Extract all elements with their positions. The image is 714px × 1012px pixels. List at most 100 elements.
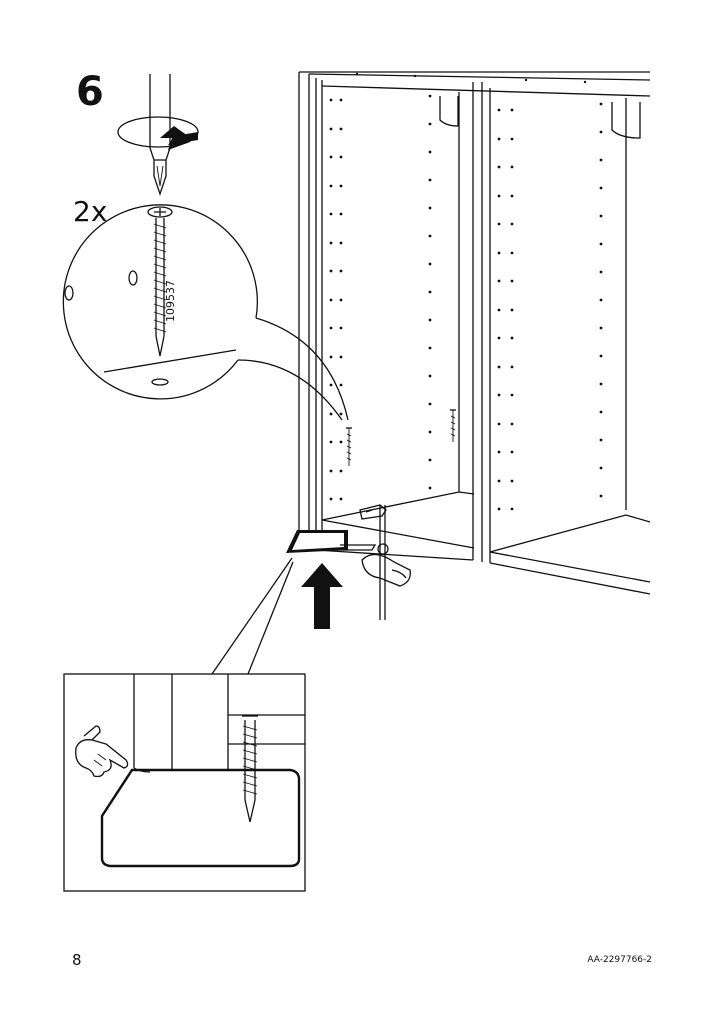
pin-hole <box>599 326 603 330</box>
screw-icon <box>346 427 352 466</box>
pin-hole <box>510 365 514 369</box>
pin-hole <box>428 150 432 154</box>
pin-hole <box>428 206 432 210</box>
pin-hole <box>339 155 343 159</box>
shelf-pin-holes <box>329 94 603 511</box>
screw-icon <box>450 409 456 442</box>
base-plinth <box>286 530 377 553</box>
pin-hole <box>510 507 514 511</box>
pin-hole <box>510 336 514 340</box>
pin-hole <box>428 458 432 462</box>
pin-hole <box>329 383 333 387</box>
pin-hole <box>329 212 333 216</box>
pin-hole <box>428 178 432 182</box>
pin-hole <box>599 214 603 218</box>
pin-hole <box>329 269 333 273</box>
clamp-icon <box>359 504 411 620</box>
pointing-hand-icon <box>75 725 129 778</box>
pin-hole <box>329 440 333 444</box>
pin-hole <box>510 108 514 112</box>
pin-hole <box>329 241 333 245</box>
pin-hole <box>329 326 333 330</box>
pin-hole <box>599 158 603 162</box>
pin-hole <box>599 102 603 106</box>
pin-hole <box>497 393 501 397</box>
pin-hole <box>497 251 501 255</box>
pin-hole <box>599 242 603 246</box>
pin-hole <box>510 194 514 198</box>
magnifier-callout <box>62 204 349 421</box>
pin-hole <box>428 486 432 490</box>
pin-hole <box>599 438 603 442</box>
pin-hole <box>510 422 514 426</box>
pin-hole <box>428 318 432 322</box>
pin-hole <box>497 222 501 226</box>
pin-hole <box>339 127 343 131</box>
quantity-label: 2x <box>73 195 108 228</box>
pin-hole <box>510 165 514 169</box>
part-number: 109537 <box>164 280 177 322</box>
pin-hole <box>599 382 603 386</box>
pin-hole <box>329 184 333 188</box>
pin-hole <box>497 479 501 483</box>
pin-hole <box>329 355 333 359</box>
pin-hole <box>339 184 343 188</box>
pin-hole <box>497 336 501 340</box>
pin-hole <box>497 108 501 112</box>
pin-hole <box>329 497 333 501</box>
pin-hole <box>339 98 343 102</box>
pin-hole <box>497 165 501 169</box>
pin-hole <box>329 127 333 131</box>
pin-hole <box>428 402 432 406</box>
pin-hole <box>339 383 343 387</box>
pin-hole <box>329 98 333 102</box>
pin-hole <box>497 194 501 198</box>
pin-hole <box>339 355 343 359</box>
screw-icon <box>242 715 258 823</box>
page-number: 8 <box>72 951 82 969</box>
rotation-arrow-icon <box>117 116 199 150</box>
pin-hole <box>510 308 514 312</box>
pin-hole <box>599 354 603 358</box>
pin-hole <box>329 412 333 416</box>
pin-hole <box>428 374 432 378</box>
pin-hole <box>428 234 432 238</box>
detail-inset <box>63 557 306 892</box>
pin-hole <box>329 155 333 159</box>
pin-hole <box>339 497 343 501</box>
step-number: 6 <box>76 69 104 115</box>
pin-hole <box>497 279 501 283</box>
pin-hole <box>497 450 501 454</box>
screwdriver-icon <box>149 74 171 197</box>
document-code: AA-2297766-2 <box>587 955 652 965</box>
pin-hole <box>510 137 514 141</box>
pin-hole <box>497 137 501 141</box>
pin-hole <box>339 269 343 273</box>
pin-hole <box>510 279 514 283</box>
pin-hole <box>510 450 514 454</box>
pin-hole <box>510 479 514 483</box>
pin-hole <box>428 430 432 434</box>
pin-hole <box>428 290 432 294</box>
pin-hole <box>497 308 501 312</box>
pin-hole <box>339 326 343 330</box>
pin-hole <box>599 186 603 190</box>
pin-hole <box>599 494 603 498</box>
pin-hole <box>428 94 432 98</box>
pin-hole <box>339 440 343 444</box>
pin-hole <box>339 298 343 302</box>
pin-hole <box>339 412 343 416</box>
pin-hole <box>510 222 514 226</box>
screw-icon <box>147 206 173 357</box>
pin-hole <box>329 298 333 302</box>
pin-hole <box>599 270 603 274</box>
pin-hole <box>339 241 343 245</box>
pin-hole <box>428 262 432 266</box>
pin-hole <box>510 393 514 397</box>
pin-hole <box>339 212 343 216</box>
pin-hole <box>599 298 603 302</box>
pin-hole <box>497 365 501 369</box>
pin-hole <box>497 422 501 426</box>
